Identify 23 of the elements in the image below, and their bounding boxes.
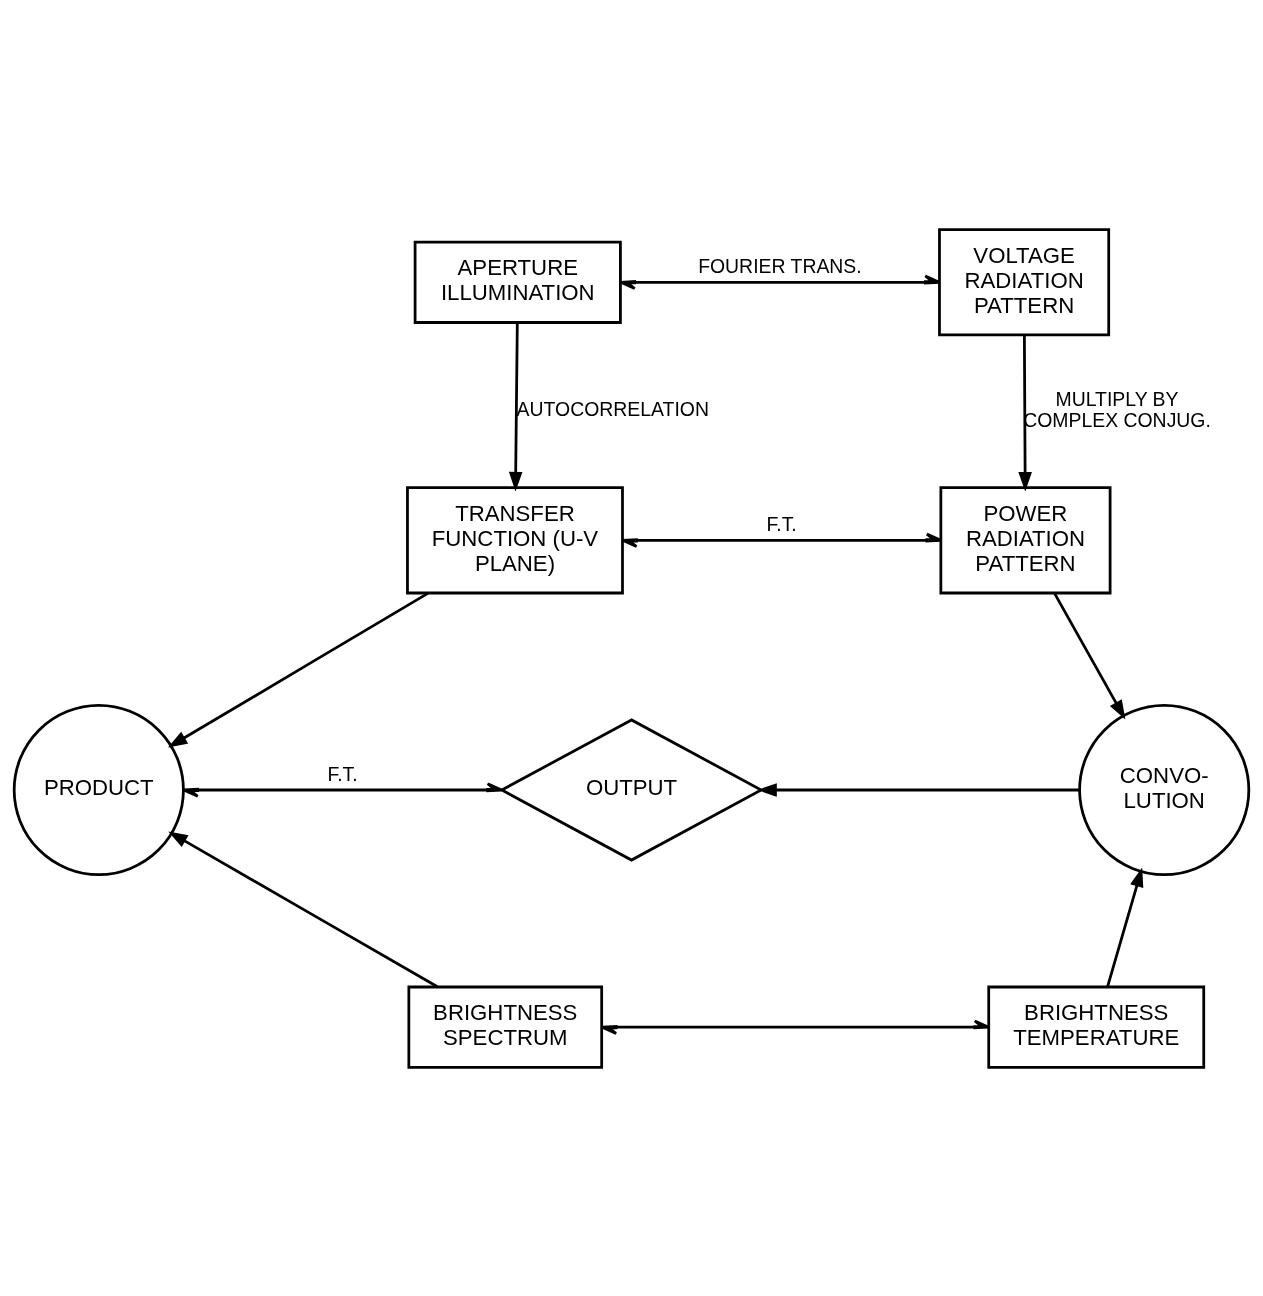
arrow [182,781,503,798]
edge-label: F.T. [766,512,797,535]
node-box: VOLTAGE RADIATION PATTERN [938,227,1111,336]
node-box: BRIGHTNESS TEMPERATURE [987,985,1206,1069]
node-box: APERTURE ILLUMINATION [413,240,622,324]
arrow [1053,592,1126,719]
node-circle: PRODUCT [12,703,185,876]
arrow [1106,866,1144,987]
arrow [1018,334,1032,491]
edge-label: FOURIER TRANS. [698,254,862,277]
arrow [167,591,429,748]
edge-label: MULTIPLY BY COMPLEX CONJUG. [1023,387,1211,431]
node-box: TRANSFER FUNCTION (U-V PLANE) [406,485,624,594]
arrow [600,1019,991,1035]
edge-label: F.T. [327,762,358,785]
arrow [168,830,439,988]
arrow [508,322,523,491]
node-box: POWER RADIATION PATTERN [939,485,1112,594]
arrow [757,782,1080,797]
arrow [621,532,943,548]
arrow [619,274,941,290]
node-box: BRIGHTNESS SPECTRUM [407,985,604,1069]
node-circle: CONVO- LUTION [1078,703,1251,876]
